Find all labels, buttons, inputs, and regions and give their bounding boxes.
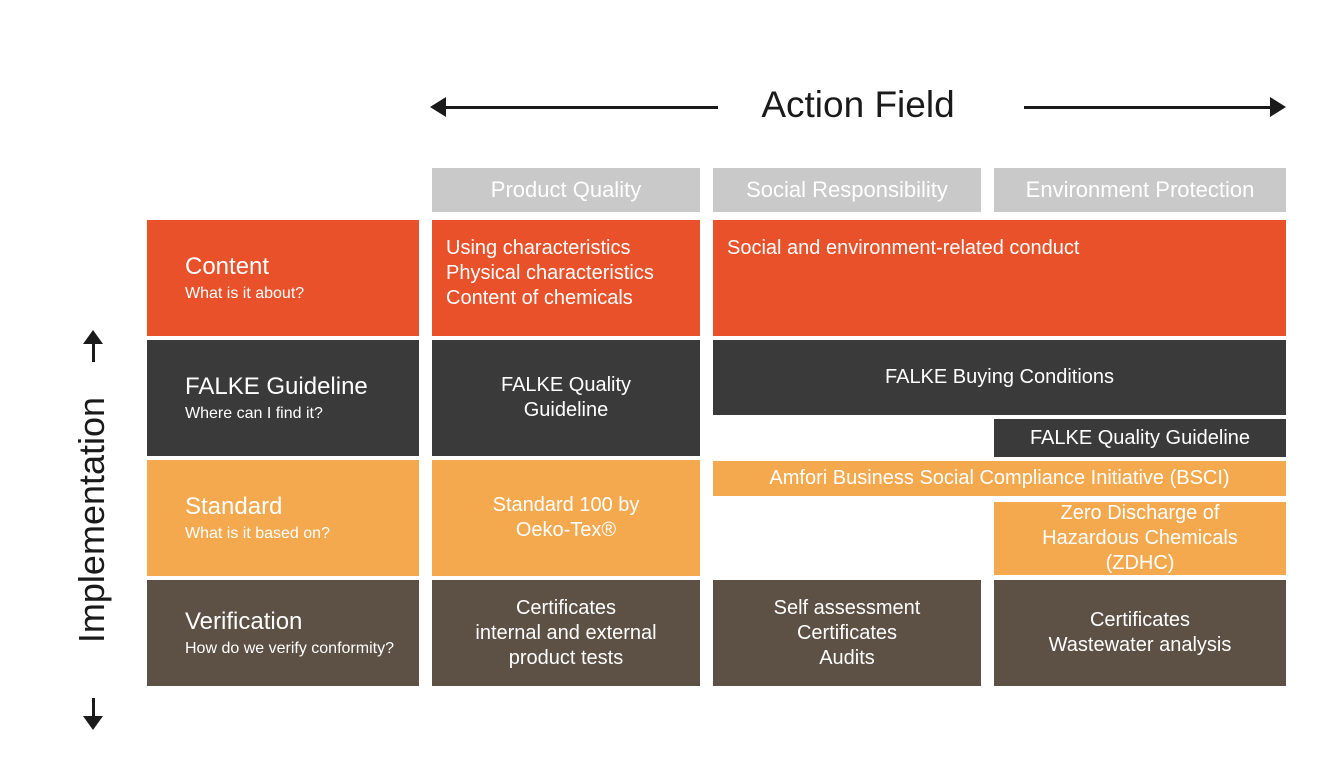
axis-line-bottom — [92, 698, 95, 720]
cell-text: FALKE Quality Guideline — [1029, 426, 1251, 449]
row-question: What is it based on? — [185, 525, 330, 542]
column-header-social-responsibility: Social Responsibility — [713, 168, 981, 212]
cell-guideline-buying-conditions: FALKE Buying Conditions — [713, 340, 1286, 415]
row-title: FALKE Guideline — [185, 373, 368, 400]
column-header-label: Environment Protection — [1025, 177, 1255, 202]
implementation-label: Implementation — [71, 396, 112, 644]
row-title: Verification — [185, 608, 303, 635]
row-label-verification: Verification How do we verify conformity… — [147, 580, 419, 686]
axis-line-left — [442, 106, 718, 109]
row-label-falke-guideline: FALKE Guideline Where can I find it? — [147, 340, 419, 456]
row-title: Standard — [185, 493, 283, 520]
cell-content-social-environment: Social and environment-related conduct — [713, 220, 1286, 336]
row-label-standard: Standard What is it based on? — [147, 460, 419, 576]
column-header-environment-protection: Environment Protection — [994, 168, 1286, 212]
axis-line-right — [1024, 106, 1274, 109]
cell-guideline-environment-quality: FALKE Quality Guideline — [994, 419, 1286, 457]
cell-text: Social and environment-related conduct — [727, 237, 1080, 259]
column-header-label: Product Quality — [490, 177, 642, 202]
row-title: Content — [185, 253, 270, 280]
cell-standard-bsci: Amfori Business Social Compliance Initia… — [713, 461, 1286, 496]
column-header-label: Social Responsibility — [746, 177, 948, 202]
column-header-product-quality: Product Quality — [432, 168, 700, 212]
action-field-axis: Action Field — [430, 80, 1286, 132]
implementation-axis: Implementation — [62, 330, 124, 730]
row-question: How do we verify conformity? — [185, 640, 394, 657]
row-question: Where can I find it? — [185, 405, 323, 422]
arrow-up-icon — [83, 330, 103, 344]
arrow-down-icon — [83, 716, 103, 730]
axis-line-top — [92, 340, 95, 362]
arrow-right-icon — [1270, 97, 1286, 117]
arrow-left-icon — [430, 97, 446, 117]
cell-text: Amfori Business Social Compliance Initia… — [769, 467, 1230, 489]
row-label-content: Content What is it about? — [147, 220, 419, 336]
cell-text: FALKE Buying Conditions — [884, 366, 1115, 388]
action-field-label: Action Field — [738, 80, 978, 130]
row-question: What is it about? — [185, 285, 305, 302]
